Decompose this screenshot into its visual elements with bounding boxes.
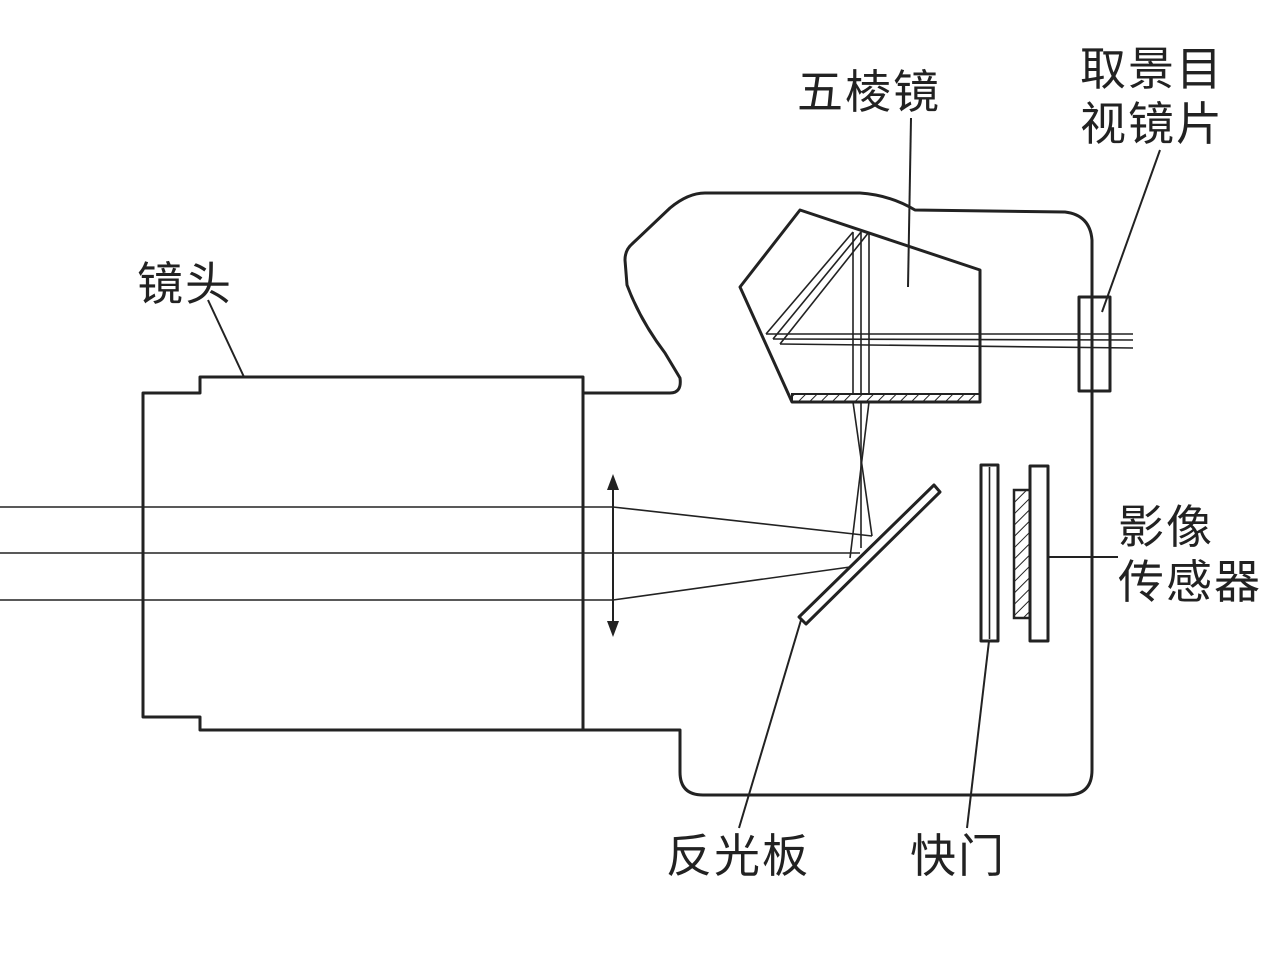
label-pentaprism: 五棱镜: [797, 65, 941, 119]
shutter: [979, 463, 1000, 643]
label-viewfinder-line1: 取景目: [1080, 42, 1224, 96]
label-shutter: 快门: [910, 829, 1006, 883]
label-lens: 镜头: [137, 257, 233, 311]
reflex-mirror: [797, 483, 942, 626]
label-sensor-line2: 传感器: [1118, 555, 1262, 609]
label-viewfinder-line2: 视镜片: [1080, 97, 1224, 151]
focusing-screen: [791, 393, 981, 403]
rays-to-prism: [849, 401, 873, 559]
label-mirror: 反光板: [666, 829, 810, 883]
incoming-light-rays: [0, 506, 873, 601]
lens-barrel: [141, 375, 585, 732]
prism-light-paths: [765, 231, 1134, 394]
image-sensor: [1012, 464, 1050, 643]
label-sensor-line1: 影像: [1118, 500, 1214, 554]
viewfinder-eyepiece: [1077, 295, 1112, 393]
leader-lines: [207, 117, 1161, 829]
camera-body: [581, 191, 1094, 797]
lens-element: [607, 474, 619, 637]
pentaprism: [738, 208, 982, 404]
